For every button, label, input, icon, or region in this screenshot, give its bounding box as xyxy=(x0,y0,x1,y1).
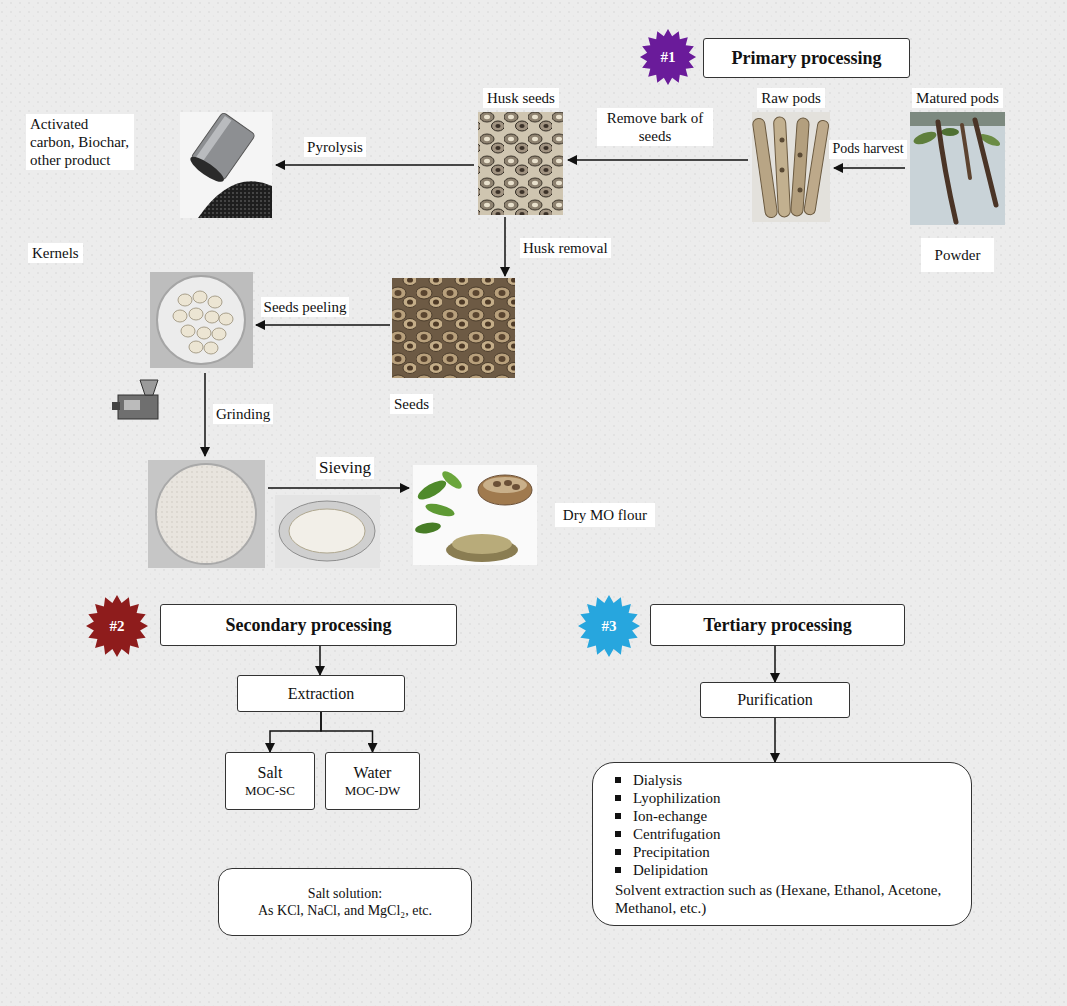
activated-carbon-photo xyxy=(180,112,272,218)
husk-seeds-photo xyxy=(478,112,563,215)
node-text: Kernels xyxy=(28,243,83,263)
bullet-marker xyxy=(615,777,621,783)
node-text: Salt xyxy=(258,763,283,783)
process-box: Tertiary processing xyxy=(650,604,905,646)
kernels-photo xyxy=(150,272,253,368)
node-text: Dry MO flour xyxy=(555,503,655,527)
node-text: Raw pods xyxy=(757,88,825,108)
list-item: Centrifugation xyxy=(615,825,720,843)
node-text: Water xyxy=(354,763,392,783)
photo-node: Husk seeds xyxy=(474,88,568,217)
sieving-arrow xyxy=(268,487,409,489)
node-text: Centrifugation xyxy=(633,825,720,843)
bullet-marker xyxy=(615,849,621,855)
node-text: Primary processing xyxy=(731,47,881,70)
process-box: Secondary processing xyxy=(160,604,457,646)
matured-pods-photo xyxy=(910,112,1005,225)
grinding-arrow xyxy=(204,373,206,456)
process-box: Salt solution:As KCl, NaCl, and MgCl₂, e… xyxy=(218,868,472,936)
node-text: Husk seeds xyxy=(483,88,559,108)
node-text: MOC-SC xyxy=(245,783,295,799)
list-item: Ion-echange xyxy=(615,807,707,825)
grinder-icon xyxy=(112,380,158,419)
flow-arrow xyxy=(276,164,474,166)
flow-arrow xyxy=(256,324,390,326)
flow-arrow xyxy=(774,646,776,682)
node-text: #1 xyxy=(661,49,676,66)
starburst-fill xyxy=(640,29,696,85)
list-item: Dialysis xyxy=(615,771,682,789)
node-text: #2 xyxy=(110,618,125,635)
process-box: Extraction xyxy=(237,675,405,712)
bullet-marker xyxy=(615,867,621,873)
process-box: SaltMOC-SC xyxy=(225,752,315,810)
process-box: Purification xyxy=(700,682,850,718)
bullet-marker xyxy=(615,795,621,801)
flow-arrow xyxy=(774,718,776,762)
node-text: Precipitation xyxy=(633,843,710,861)
node-text: Tertiary processing xyxy=(703,614,852,637)
starburst-fill xyxy=(86,595,148,657)
flow-arrow xyxy=(319,646,321,675)
photo-node: Kernels xyxy=(28,243,256,371)
list-item: Lyophilization xyxy=(615,789,721,807)
bullet-marker xyxy=(615,813,621,819)
node-text: Dialysis xyxy=(633,771,682,789)
process-box: Primary processing xyxy=(703,38,910,78)
node-text: Powder xyxy=(921,238,995,272)
sieve-photo xyxy=(275,495,380,568)
flow-arrow xyxy=(834,167,905,169)
flow-arrow xyxy=(321,712,373,752)
edge-label: Pods harvest xyxy=(829,140,906,159)
node-text: Extraction xyxy=(288,684,355,704)
node-text: Matured pods xyxy=(912,88,1003,108)
node-text: As KCl, NaCl, and MgCl₂, etc. xyxy=(258,902,432,920)
list-item: Precipitation xyxy=(615,843,710,861)
method-list-box: DialysisLyophilizationIon-echangeCentrif… xyxy=(592,762,972,926)
node-text: #3 xyxy=(602,618,617,635)
dry-flour-photo xyxy=(413,465,537,565)
ground-powder-photo xyxy=(148,460,265,568)
photo-node: Seeds xyxy=(390,276,518,414)
node-text: Salt solution: xyxy=(308,885,382,903)
edge-label: Seeds peeling xyxy=(261,297,350,317)
photo-node: Dry MO flour xyxy=(411,462,655,568)
flow-arrow xyxy=(270,712,321,752)
node-text: Purification xyxy=(737,690,813,710)
step-label: Grinding xyxy=(213,404,273,424)
bullet-marker xyxy=(615,831,621,837)
node-text: MOC-DW xyxy=(345,783,401,799)
node-text: Secondary processing xyxy=(225,614,391,637)
node-text: Ion-echange xyxy=(633,807,707,825)
flow-arrow xyxy=(568,159,748,161)
edge-label: Remove bark of seeds xyxy=(597,108,713,146)
node-text: Activated carbon, Biochar, other product xyxy=(26,114,134,170)
node-text: Seeds xyxy=(390,394,433,414)
number-badge: #1 xyxy=(640,29,696,85)
edge-label: Husk removal xyxy=(520,238,611,258)
step-label: Sieving xyxy=(316,457,374,479)
list-item: Delipidation xyxy=(615,861,708,879)
node-text: Delipidation xyxy=(633,861,708,879)
photo-node: Matured podsPowder xyxy=(905,88,1010,272)
process-box: WaterMOC-DW xyxy=(325,752,420,810)
starburst-fill xyxy=(578,595,640,657)
edge-label: Pyrolysis xyxy=(304,137,366,157)
node-text: Lyophilization xyxy=(633,789,721,807)
photo-node: Activated carbon, Biochar, other product xyxy=(26,110,276,220)
number-badge: #3 xyxy=(578,595,640,657)
raw-pods-photo xyxy=(752,112,830,222)
seeds-photo xyxy=(392,278,515,378)
number-badge: #2 xyxy=(86,595,148,657)
node-text: Solvent extraction such as (Hexane, Etha… xyxy=(615,881,949,917)
photo-node: Raw pods xyxy=(748,88,834,224)
flow-arrow xyxy=(504,217,506,276)
